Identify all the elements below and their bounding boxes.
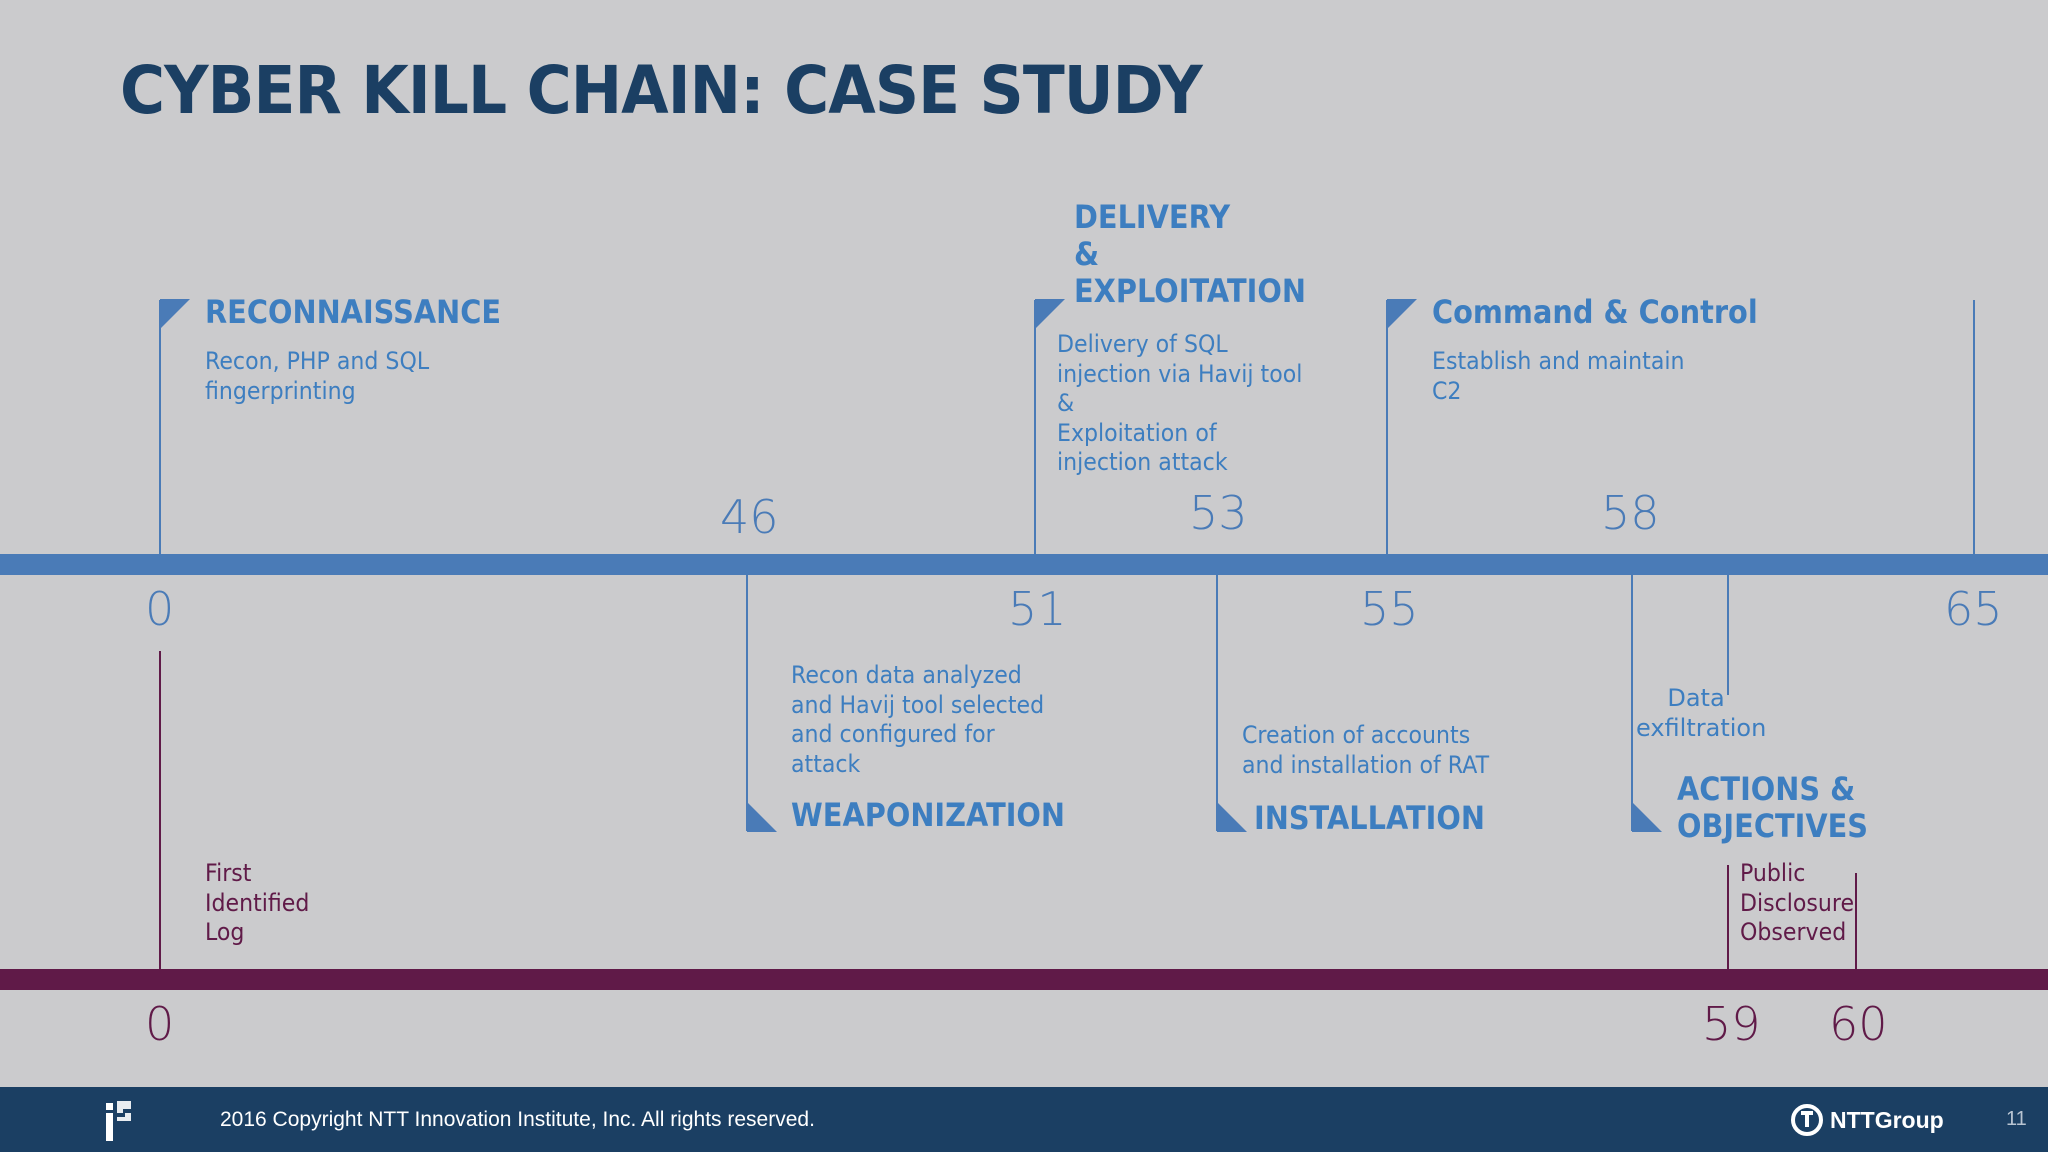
footer-bar (0, 1087, 2048, 1152)
first-log-marker-line (159, 651, 161, 971)
page-number: 11 (2006, 1108, 2027, 1130)
ntt-group-text: NTTGroup (1830, 1106, 1944, 1133)
c2-flag-icon (1387, 299, 1417, 329)
timeline-label-51: 51 (1008, 582, 1067, 636)
exfiltration-marker-line (1727, 575, 1729, 695)
detection-timeline-bar (0, 969, 2048, 990)
weaponization-marker-line (746, 575, 748, 831)
installation-title: INSTALLATION (1254, 799, 1485, 837)
ntt-logo-icon (1791, 1104, 1823, 1136)
detection-label-60: 60 (1829, 997, 1888, 1051)
recon-marker-line (159, 300, 161, 556)
ntt-i3-logo-icon (104, 1099, 134, 1147)
public-disclosure-label: Public Disclosure Observed (1740, 859, 1855, 946)
delivery-title: DELIVERY & EXPLOITATION (1074, 198, 1306, 310)
detection-label-59: 59 (1702, 997, 1761, 1051)
footer-copyright: 2016 Copyright NTT Innovation Institute,… (220, 1108, 815, 1131)
c2-marker-line (1386, 300, 1388, 556)
c2-title: Command & Control (1432, 293, 1758, 331)
weaponization-title: WEAPONIZATION (791, 796, 1066, 834)
delivery-marker-line (1034, 300, 1036, 556)
delivery-flag-icon (1035, 299, 1065, 329)
timeline-label-0: 0 (145, 582, 175, 636)
timeline-label-53: 53 (1189, 486, 1248, 540)
detection-label-0: 0 (145, 997, 175, 1051)
ntt-group-logo: NTTGroup (1790, 1100, 1944, 1140)
timeline-label-58: 58 (1601, 486, 1660, 540)
installation-flag-icon (1217, 802, 1247, 832)
actions-marker-line (1631, 575, 1633, 831)
attack-timeline-bar (0, 554, 2048, 575)
weaponization-flag-icon (747, 802, 777, 832)
actions-flag-icon (1632, 802, 1662, 832)
c2-desc: Establish and maintain C2 (1432, 347, 1685, 405)
recon-title: RECONNAISSANCE (205, 293, 502, 331)
timeline-label-65: 65 (1944, 582, 2003, 636)
timeline-label-55: 55 (1360, 582, 1419, 636)
installation-marker-line (1216, 575, 1218, 831)
first-log-label: First Identified Log (205, 859, 310, 946)
delivery-desc: Delivery of SQL injection via Havij tool… (1057, 330, 1303, 476)
weaponization-desc: Recon data analyzed and Havij tool selec… (791, 661, 1045, 778)
recon-flag-icon (160, 299, 190, 329)
actions-title: ACTIONS & OBJECTIVES (1677, 770, 1869, 845)
disclosure-marker-left (1727, 865, 1729, 971)
end-marker-line (1973, 300, 1975, 556)
exfiltration-desc: Data exfiltration (1636, 684, 1767, 742)
recon-desc: Recon, PHP and SQL fingerprinting (205, 347, 430, 405)
installation-desc: Creation of accounts and installation of… (1242, 721, 1490, 779)
disclosure-marker-right (1855, 873, 1857, 971)
timeline-label-46: 46 (720, 490, 779, 544)
page-title: CYBER KILL CHAIN: CASE STUDY (120, 52, 1203, 129)
